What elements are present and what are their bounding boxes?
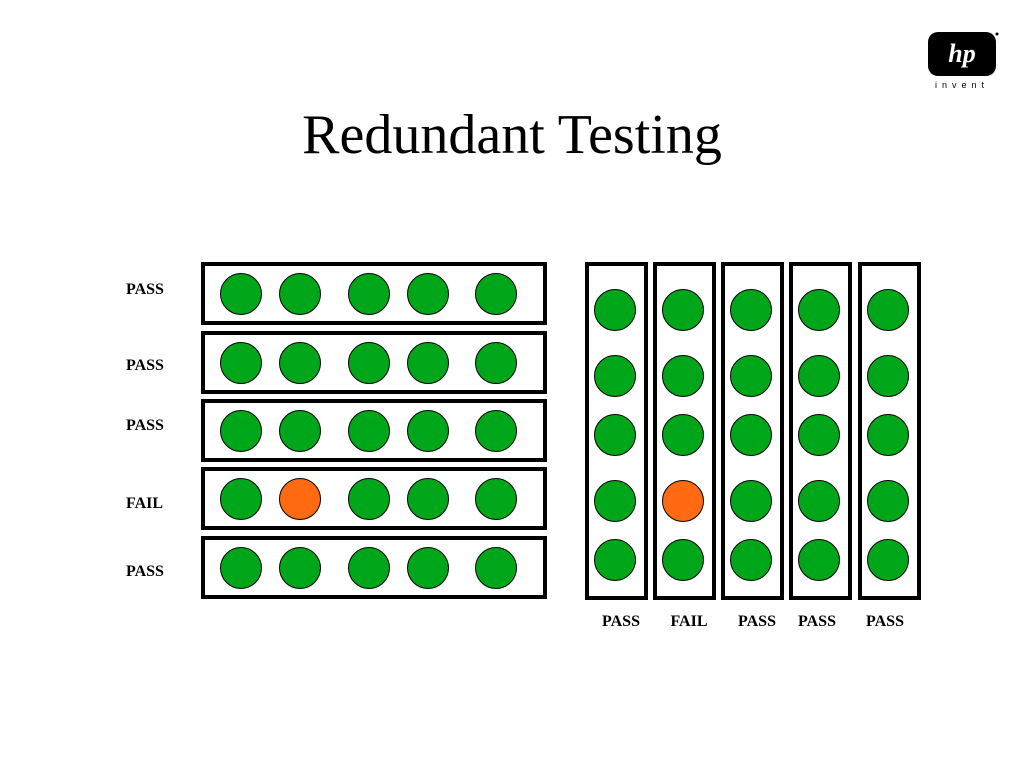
- pass-dot: [867, 355, 909, 397]
- pass-dot: [348, 342, 390, 384]
- pass-dot: [594, 480, 636, 522]
- row-result-label: FAIL: [126, 495, 164, 512]
- pass-dot: [475, 342, 517, 384]
- pass-dot: [730, 289, 772, 331]
- pass-dot: [662, 289, 704, 331]
- column-result-label: PASS: [866, 613, 904, 630]
- hp-logo: hp: [928, 32, 999, 76]
- pass-dot: [798, 355, 840, 397]
- column-result-label: PASS: [602, 613, 640, 630]
- pass-dot: [220, 410, 262, 452]
- pass-dot: [730, 480, 772, 522]
- pass-dot: [662, 355, 704, 397]
- pass-dot: [279, 410, 321, 452]
- pass-dot: [475, 410, 517, 452]
- pass-dot: [407, 342, 449, 384]
- pass-dot: [662, 539, 704, 581]
- slide-title: Redundant Testing: [302, 104, 722, 166]
- fail-dot: [662, 480, 704, 522]
- pass-dot: [220, 547, 262, 589]
- pass-dot: [279, 342, 321, 384]
- pass-dot: [407, 273, 449, 315]
- pass-dot: [867, 539, 909, 581]
- pass-dot: [348, 547, 390, 589]
- column-result-label: FAIL: [670, 613, 708, 630]
- pass-dot: [407, 547, 449, 589]
- pass-dot: [279, 273, 321, 315]
- pass-dot: [220, 342, 262, 384]
- pass-dot: [867, 414, 909, 456]
- pass-dot: [279, 547, 321, 589]
- row-result-label: PASS: [126, 563, 164, 580]
- pass-dot: [730, 539, 772, 581]
- row-result-label: PASS: [126, 357, 164, 374]
- pass-dot: [348, 478, 390, 520]
- pass-dot: [594, 355, 636, 397]
- pass-dot: [867, 480, 909, 522]
- pass-dot: [348, 273, 390, 315]
- pass-dot: [220, 273, 262, 315]
- pass-dot: [594, 414, 636, 456]
- row-result-label: PASS: [126, 281, 164, 298]
- pass-dot: [594, 289, 636, 331]
- column-result-label: PASS: [738, 613, 776, 630]
- pass-dot: [798, 480, 840, 522]
- column-result-label: PASS: [798, 613, 836, 630]
- pass-dot: [798, 539, 840, 581]
- svg-text:hp: hp: [948, 39, 975, 68]
- pass-dot: [407, 478, 449, 520]
- pass-dot: [475, 547, 517, 589]
- fail-dot: [279, 478, 321, 520]
- pass-dot: [407, 410, 449, 452]
- pass-dot: [348, 410, 390, 452]
- pass-dot: [867, 289, 909, 331]
- row-result-label: PASS: [126, 417, 164, 434]
- pass-dot: [594, 539, 636, 581]
- pass-dot: [475, 273, 517, 315]
- logo-tagline: invent: [934, 80, 990, 90]
- pass-dot: [220, 478, 262, 520]
- pass-dot: [730, 414, 772, 456]
- pass-dot: [798, 289, 840, 331]
- pass-dot: [475, 478, 517, 520]
- pass-dot: [798, 414, 840, 456]
- pass-dot: [662, 414, 704, 456]
- pass-dot: [730, 355, 772, 397]
